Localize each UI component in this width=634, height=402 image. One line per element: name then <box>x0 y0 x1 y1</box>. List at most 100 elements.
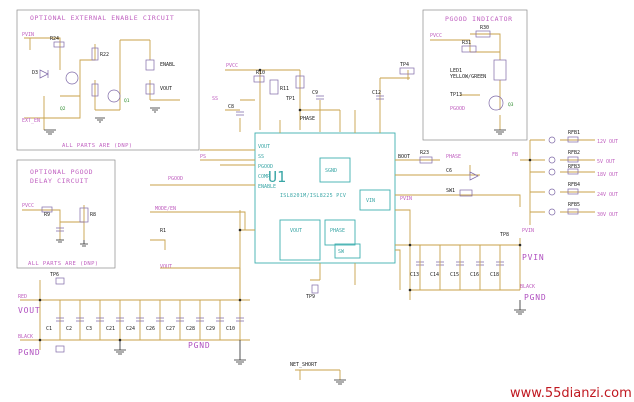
svg-text:PS: PS <box>200 154 206 160</box>
svg-text:R24: R24 <box>50 36 59 42</box>
svg-text:VOUT: VOUT <box>290 228 302 234</box>
ground-tie: NET_SHORT TP9 <box>290 284 346 385</box>
svg-text:C29: C29 <box>206 326 215 332</box>
svg-text:C9: C9 <box>312 90 318 96</box>
svg-text:TP1: TP1 <box>286 96 295 102</box>
output-caps: C1 C2 C3 C21 C24 C26 C27 C28 C29 C10 RED… <box>18 267 250 365</box>
svg-text:PVIN: PVIN <box>22 32 34 38</box>
main-wiring <box>150 69 480 300</box>
svg-text:YELLOW/GREEN: YELLOW/GREEN <box>450 74 486 80</box>
svg-text:C10: C10 <box>226 326 235 332</box>
svg-text:PGOOD: PGOOD <box>450 106 465 112</box>
svg-text:NET_SHORT: NET_SHORT <box>290 362 317 368</box>
pgood-delay-box: OPTIONAL PGOOD DELAY CIRCUIT ALL PARTS A… <box>16 159 116 269</box>
svg-text:C18: C18 <box>490 272 499 278</box>
pgnd-bottom-label: PGND <box>188 341 210 350</box>
svg-text:C28: C28 <box>186 326 195 332</box>
svg-text:R8: R8 <box>90 212 96 218</box>
svg-text:C27: C27 <box>166 326 175 332</box>
u1-part-number: ISL8201M/ISL8225 PCV <box>280 193 346 199</box>
output-12v: 12V OUT <box>597 139 618 145</box>
svg-text:R31: R31 <box>462 40 471 46</box>
junctions <box>38 68 532 342</box>
svg-text:RED: RED <box>18 294 27 300</box>
svg-text:EXT_EN: EXT_EN <box>22 118 40 124</box>
u1-ic: U1 ISL8201M/ISL8225 PCV SGND VIN VOUT PH… <box>254 132 396 264</box>
svg-text:FB: FB <box>512 152 518 158</box>
u1-ref: U1 <box>268 168 286 186</box>
enable-circuit-box: OPTIONAL EXTERNAL ENABLE CIRCUIT ALL PAR… <box>16 9 200 151</box>
svg-text:C26: C26 <box>146 326 155 332</box>
svg-text:TP8: TP8 <box>500 232 509 238</box>
svg-text:R23: R23 <box>420 150 429 156</box>
svg-text:C6: C6 <box>446 168 452 174</box>
svg-text:VOUT: VOUT <box>160 86 172 92</box>
svg-text:RFB1: RFB1 <box>568 130 580 136</box>
svg-text:PHASE: PHASE <box>300 116 315 122</box>
svg-text:C3: C3 <box>86 326 92 332</box>
svg-text:TP13: TP13 <box>450 92 462 98</box>
svg-text:RFB4: RFB4 <box>568 182 580 188</box>
pgnd-left-label: PGND <box>18 348 40 357</box>
pgnd-right-label: PGND <box>524 293 546 302</box>
pgood-delay-note: ALL PARTS ARE (DNP) <box>28 261 99 267</box>
svg-text:TP4: TP4 <box>400 62 409 68</box>
svg-text:R22: R22 <box>100 52 109 58</box>
pgood-delay-title-1: OPTIONAL PGOOD <box>30 168 93 176</box>
svg-text:Q1: Q1 <box>124 98 130 104</box>
svg-text:SW1: SW1 <box>446 188 455 194</box>
svg-text:PVIN: PVIN <box>522 228 534 234</box>
vin-section: BOOT R23 PHASE C6 SW1 PVIN TP8 PVIN PVIN… <box>398 150 546 315</box>
svg-text:SS: SS <box>258 154 264 160</box>
svg-text:C21: C21 <box>106 326 115 332</box>
svg-text:SGND: SGND <box>325 168 337 174</box>
svg-text:RFB2: RFB2 <box>568 150 580 156</box>
pgood-delay-title-2: DELAY CIRCUIT <box>30 177 89 185</box>
svg-text:C15: C15 <box>450 272 459 278</box>
svg-text:ENABLE: ENABLE <box>258 184 276 190</box>
svg-text:C2: C2 <box>66 326 72 332</box>
output-selector: FB RFB1 RFB2 RFB3 RFB4 RFB5 12V OUT 5V O… <box>512 130 618 225</box>
output-24v: 24V OUT <box>597 192 618 198</box>
output-5v: 5V OUT <box>597 159 615 165</box>
enable-box-note: ALL PARTS ARE (DNP) <box>62 143 133 149</box>
ic-top-parts: PVCC R10 R11 TP1 C8 C9 C12 TP4 SS PS PGO… <box>155 62 415 270</box>
svg-text:C1: C1 <box>46 326 52 332</box>
svg-text:C8: C8 <box>228 104 234 110</box>
svg-text:ENABL: ENABL <box>160 62 175 68</box>
pvin-label: PVIN <box>522 253 544 262</box>
svg-text:VOUT: VOUT <box>258 144 270 150</box>
vout-label: VOUT <box>18 306 40 315</box>
svg-text:PVCC: PVCC <box>430 33 442 39</box>
svg-text:R11: R11 <box>280 86 289 92</box>
svg-text:R1: R1 <box>160 228 166 234</box>
output-30v: 30V OUT <box>597 212 618 218</box>
watermark-text: www.55dianzi.com <box>510 386 632 401</box>
svg-text:BOOT: BOOT <box>398 154 410 160</box>
svg-text:PVCC: PVCC <box>22 203 34 209</box>
output-18v: 18V OUT <box>597 172 618 178</box>
svg-text:RFB3: RFB3 <box>568 164 580 170</box>
svg-text:PGOOD: PGOOD <box>168 176 183 182</box>
svg-text:C14: C14 <box>430 272 439 278</box>
svg-text:RFB5: RFB5 <box>568 202 580 208</box>
svg-text:C16: C16 <box>470 272 479 278</box>
svg-text:D3: D3 <box>32 70 38 76</box>
svg-text:BLACK: BLACK <box>18 334 33 340</box>
svg-text:MODE/EN: MODE/EN <box>155 206 176 212</box>
svg-text:PVCC: PVCC <box>226 63 238 69</box>
svg-text:C13: C13 <box>410 272 419 278</box>
svg-text:PVIN: PVIN <box>400 196 412 202</box>
svg-text:R9: R9 <box>44 212 50 218</box>
led-label: LED1 <box>450 68 462 74</box>
svg-text:PHASE: PHASE <box>446 154 461 160</box>
input-caps: C13 C14 C15 C16 C18 <box>410 245 504 290</box>
svg-text:Q2: Q2 <box>60 106 66 112</box>
svg-text:C24: C24 <box>126 326 135 332</box>
svg-text:R30: R30 <box>480 25 489 31</box>
svg-text:COMP: COMP <box>258 174 270 180</box>
svg-text:Q3: Q3 <box>508 102 514 108</box>
svg-text:VIN: VIN <box>366 198 375 204</box>
svg-text:VOUT: VOUT <box>160 264 172 270</box>
